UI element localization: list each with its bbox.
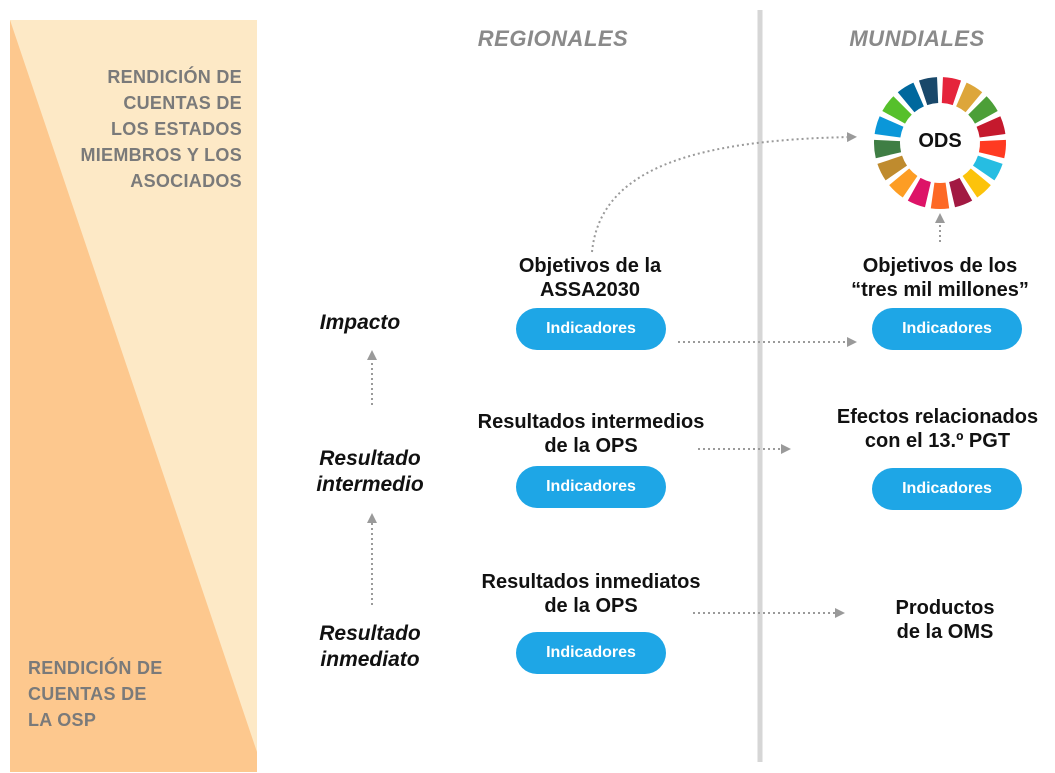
three-billion-indicators-button[interactable]: Indicadores <box>872 308 1022 350</box>
ops-immediate-results-title: Resultados inmediatos de la OPS <box>456 570 726 618</box>
side-top-line: CUENTAS DE <box>123 93 242 113</box>
ods-wheel-segment <box>897 82 924 113</box>
header-global: MUNDIALES <box>849 26 985 51</box>
ods-wheel-icon <box>873 77 1007 210</box>
ods-wheel-segment <box>877 155 908 181</box>
side-bottom-line: RENDICIÓN DE <box>28 658 163 678</box>
ods-wheel-segment <box>956 82 983 113</box>
node-title-line: Efectos relacionados <box>836 406 1039 428</box>
ods-wheel-segment <box>968 96 998 124</box>
assa2030-goals-title: Objetivos de la ASSA2030 <box>470 254 710 302</box>
ods-wheel-segment <box>874 116 904 138</box>
assa2030-indicators-button[interactable]: Indicadores <box>516 308 666 350</box>
side-top-line: ASOCIADOS <box>130 171 242 191</box>
node-title-line: Resultados intermedios <box>477 411 705 433</box>
level-intermediate: Resultado intermedio <box>290 446 450 498</box>
side-band-dark <box>10 20 257 772</box>
ods-wheel-segment <box>882 96 912 124</box>
node-title-line: “tres mil millones” <box>851 279 1029 301</box>
arrow-assa-to-ods <box>591 132 857 253</box>
level-immediate: Resultado inmediato <box>290 621 450 673</box>
node-title-line: Productos <box>895 597 995 619</box>
ods-label: ODS <box>918 130 962 152</box>
ods-wheel-segment <box>889 168 918 198</box>
member-states-accountability-label: RENDICIÓN DE CUENTAS DE LOS ESTADOS MIEM… <box>20 64 242 194</box>
osp-accountability-label: RENDICIÓN DE CUENTAS DE LA OSP <box>28 655 228 733</box>
who-outputs-title: Productos de la OMS <box>870 596 1020 644</box>
node-title-line: de la OPS <box>544 595 638 617</box>
side-top-line: LOS ESTADOS <box>111 119 242 139</box>
node-title-line: de la OMS <box>896 621 994 643</box>
node-title-line: con el 13.º PGT <box>864 430 1011 452</box>
node-title-line: Resultados inmediatos <box>481 571 701 593</box>
ods-wheel-segment <box>907 177 931 208</box>
ods-wheel-segment <box>941 77 962 106</box>
side-bottom-line: LA OSP <box>28 710 97 730</box>
level-line: intermedio <box>316 473 424 496</box>
node-title-line: de la OPS <box>544 435 638 457</box>
level-line: Resultado <box>319 622 421 645</box>
level-line: inmediato <box>320 648 420 671</box>
level-impact: Impacto <box>319 311 401 334</box>
ops-intermediate-results-title: Resultados intermedios de la OPS <box>456 410 726 458</box>
side-bottom-line: CUENTAS DE <box>28 684 147 704</box>
header-regional: REGIONALES <box>477 26 629 51</box>
ops-intermediate-indicators-button[interactable]: Indicadores <box>516 466 666 508</box>
ods-wheel-center <box>902 105 978 181</box>
node-title-line: ASSA2030 <box>539 279 641 301</box>
ods-wheel-segment <box>930 182 950 210</box>
level-line: Resultado <box>319 447 421 470</box>
ods-wheel-segment <box>873 139 902 159</box>
gpw13-indicators-button[interactable]: Indicadores <box>872 468 1022 510</box>
ops-immediate-indicators-button[interactable]: Indicadores <box>516 632 666 674</box>
ods-wheel-segment <box>949 177 973 208</box>
ods-wheel-segment <box>978 139 1007 159</box>
ods-wheel-segment <box>976 116 1006 138</box>
side-top-line: MIEMBROS Y LOS <box>80 145 242 165</box>
node-title-line: Objetivos de los <box>862 255 1018 277</box>
three-billion-goals-title: Objetivos de los “tres mil millones” <box>825 254 1055 302</box>
ods-wheel-segment <box>972 155 1003 181</box>
ods-wheel-segment <box>918 77 939 106</box>
ods-wheel-segment <box>962 168 991 198</box>
gpw13-outcomes-title: Efectos relacionados con el 13.º PGT <box>820 405 1055 453</box>
side-top-line: RENDICIÓN DE <box>107 67 242 87</box>
node-title-line: Objetivos de la <box>518 255 662 277</box>
